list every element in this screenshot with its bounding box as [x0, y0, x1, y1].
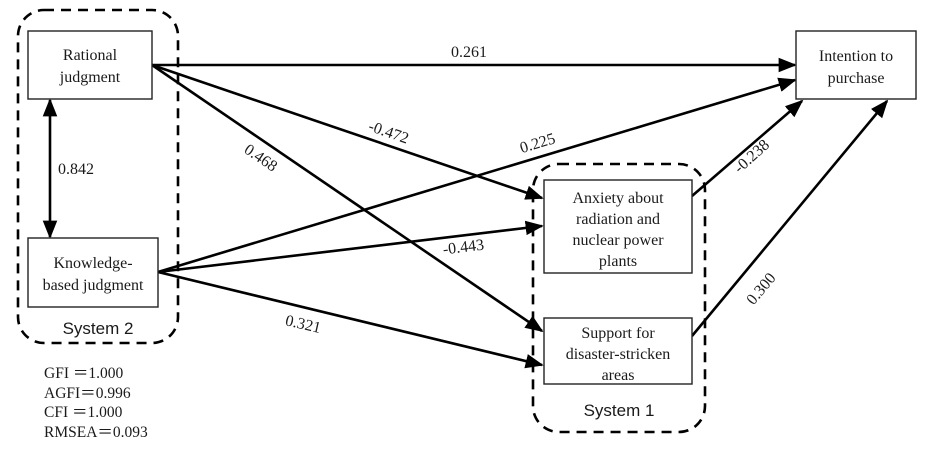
coef-rational-anxiety: -0.472 [366, 118, 411, 148]
node-anxiety-line1: Anxiety about [572, 190, 664, 207]
node-intention: Intention to purchase [795, 30, 917, 100]
node-intention-line1: Intention to [819, 48, 893, 65]
fit-sep: ＝ [97, 423, 113, 441]
node-support-line3: areas [602, 367, 635, 384]
fit-value: 1.000 [87, 404, 123, 421]
fit-sep: ＝ [68, 404, 88, 421]
edge-knowledge-intention [157, 77, 797, 274]
node-rational-line1: Rational [63, 47, 118, 64]
node-anxiety-line3: nuclear power [572, 232, 664, 249]
fit-name: AGFI [44, 384, 81, 402]
node-knowledge-line2: based judgment [43, 277, 144, 294]
fit-sep: ＝ [68, 365, 89, 382]
node-support-line2: disaster-stricken [566, 346, 671, 363]
fit-row-gfi: GFI ＝1.000 [44, 364, 148, 384]
node-knowledge-line1: Knowledge- [53, 255, 132, 272]
node-anxiety-line4: plants [599, 253, 637, 270]
fit-value: 1.000 [88, 365, 124, 382]
edges [42, 57, 889, 369]
node-support-line1: Support for [581, 325, 655, 342]
edge-support-intention [690, 99, 889, 337]
edge-knowledge-support [157, 270, 544, 369]
fit-sep: ＝ [80, 384, 96, 402]
node-anxiety-line2: radiation and [576, 211, 660, 228]
fit-row-rmsea: RMSEA＝0.093 [44, 423, 148, 443]
system2-label: System 2 [63, 319, 134, 338]
fit-indices: GFI ＝1.000 AGFI＝0.996 CFI ＝1.000 RMSEA＝0… [44, 364, 148, 442]
fit-row-agfi: AGFI＝0.996 [44, 384, 148, 404]
fit-name: RMSEA [44, 423, 98, 441]
node-rational-line2: judgment [59, 69, 121, 86]
coef-support-intention: 0.300 [743, 270, 779, 309]
coef-knowledge-support: 0.321 [284, 312, 323, 337]
edge-anxiety-intention [691, 99, 804, 197]
fit-value: 0.093 [112, 423, 148, 441]
coef-rational-support: 0.468 [241, 141, 280, 175]
coef-knowledge-anxiety: -0.443 [442, 237, 485, 259]
system1-label: System 1 [584, 401, 655, 420]
edge-rational-support [151, 63, 544, 333]
system2-group [16, 8, 180, 345]
edge-knowledge-anxiety [157, 220, 544, 274]
fit-value: 0.996 [95, 384, 131, 402]
node-knowledge: Knowledge- based judgment [27, 237, 159, 308]
node-anxiety: Anxiety about radiation and nuclear powe… [543, 179, 693, 274]
coef-rational-knowledge: 0.842 [58, 161, 94, 178]
node-support: Support for disaster-stricken areas [543, 317, 693, 385]
node-intention-line2: purchase [828, 70, 885, 87]
fit-row-cfi: CFI ＝1.000 [44, 403, 148, 423]
fit-name: CFI [44, 404, 69, 421]
node-rational: Rational judgment [27, 30, 153, 100]
coef-rational-intention: 0.261 [451, 44, 487, 61]
system1-group [531, 162, 707, 434]
fit-name: GFI [44, 365, 69, 382]
edge-rational-anxiety [151, 63, 544, 200]
